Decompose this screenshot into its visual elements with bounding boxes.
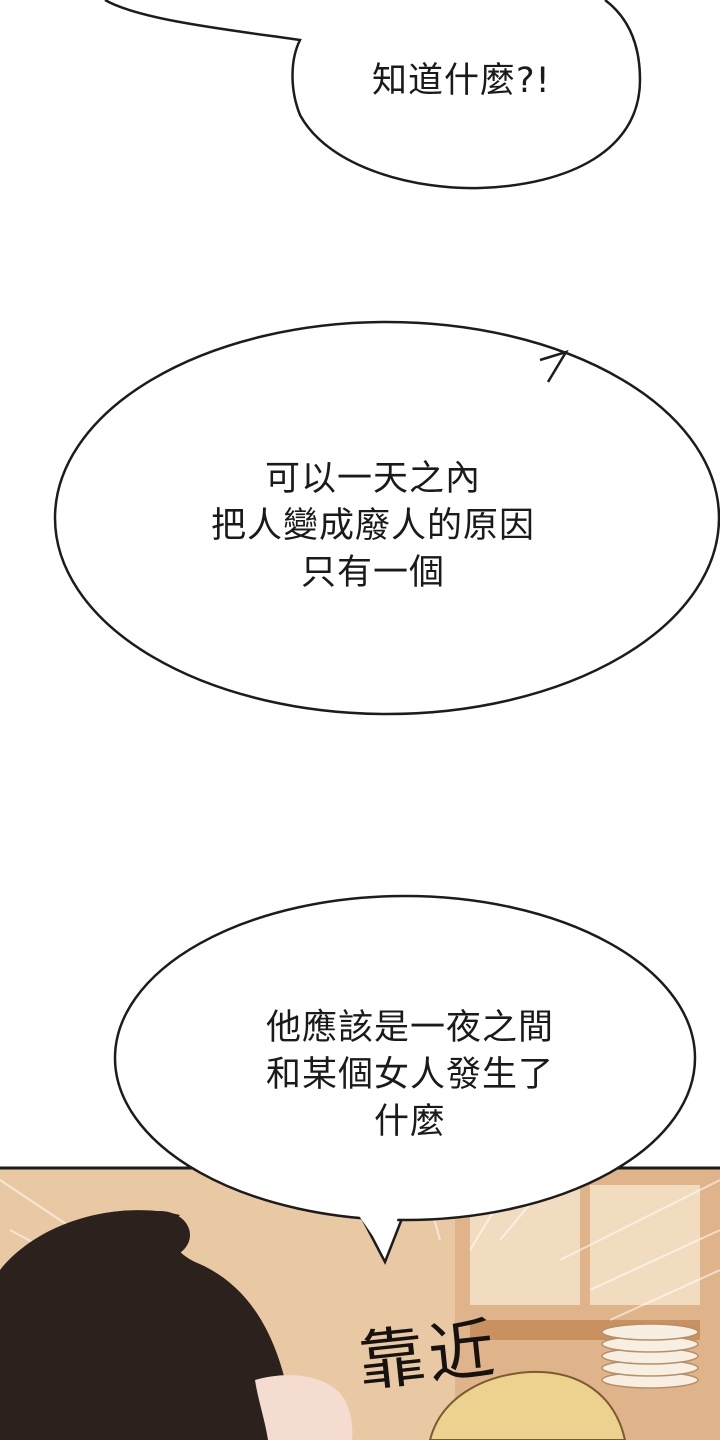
bubble-2-line: 把人變成廢人的原因 [210, 506, 535, 546]
scene-window-pane [590, 1185, 700, 1305]
bubble-3-line: 和某個女人發生了 [265, 1055, 554, 1095]
speech-bubble-3 [113, 894, 697, 1266]
bubble-1-text: 知道什麼?! [372, 58, 551, 105]
bubble-3-text: 他應該是一夜之間 和某個女人發生了 什麼 [240, 1005, 580, 1146]
bubble-2-line: 只有一個 [300, 553, 445, 593]
character-dark-hair [0, 1210, 300, 1440]
bubble-2-text: 可以一天之內 把人變成廢人的原因 只有一個 [188, 456, 558, 597]
character-blonde-hair [428, 1370, 627, 1440]
bubble-1-line: 知道什麼?! [372, 61, 551, 101]
speech-bubble-1 [104, 0, 642, 190]
character-face [255, 1375, 353, 1440]
bubble-3-line: 他應該是一夜之間 [265, 1008, 554, 1048]
scene-plates [601, 1323, 699, 1389]
speech-bubble-2 [53, 320, 720, 716]
sound-effect: 靠近 [354, 1309, 503, 1402]
bubble-2-line: 可以一天之內 [264, 459, 481, 499]
bubble-3-line: 什麼 [373, 1102, 446, 1142]
character-hair-bun [130, 1211, 190, 1259]
